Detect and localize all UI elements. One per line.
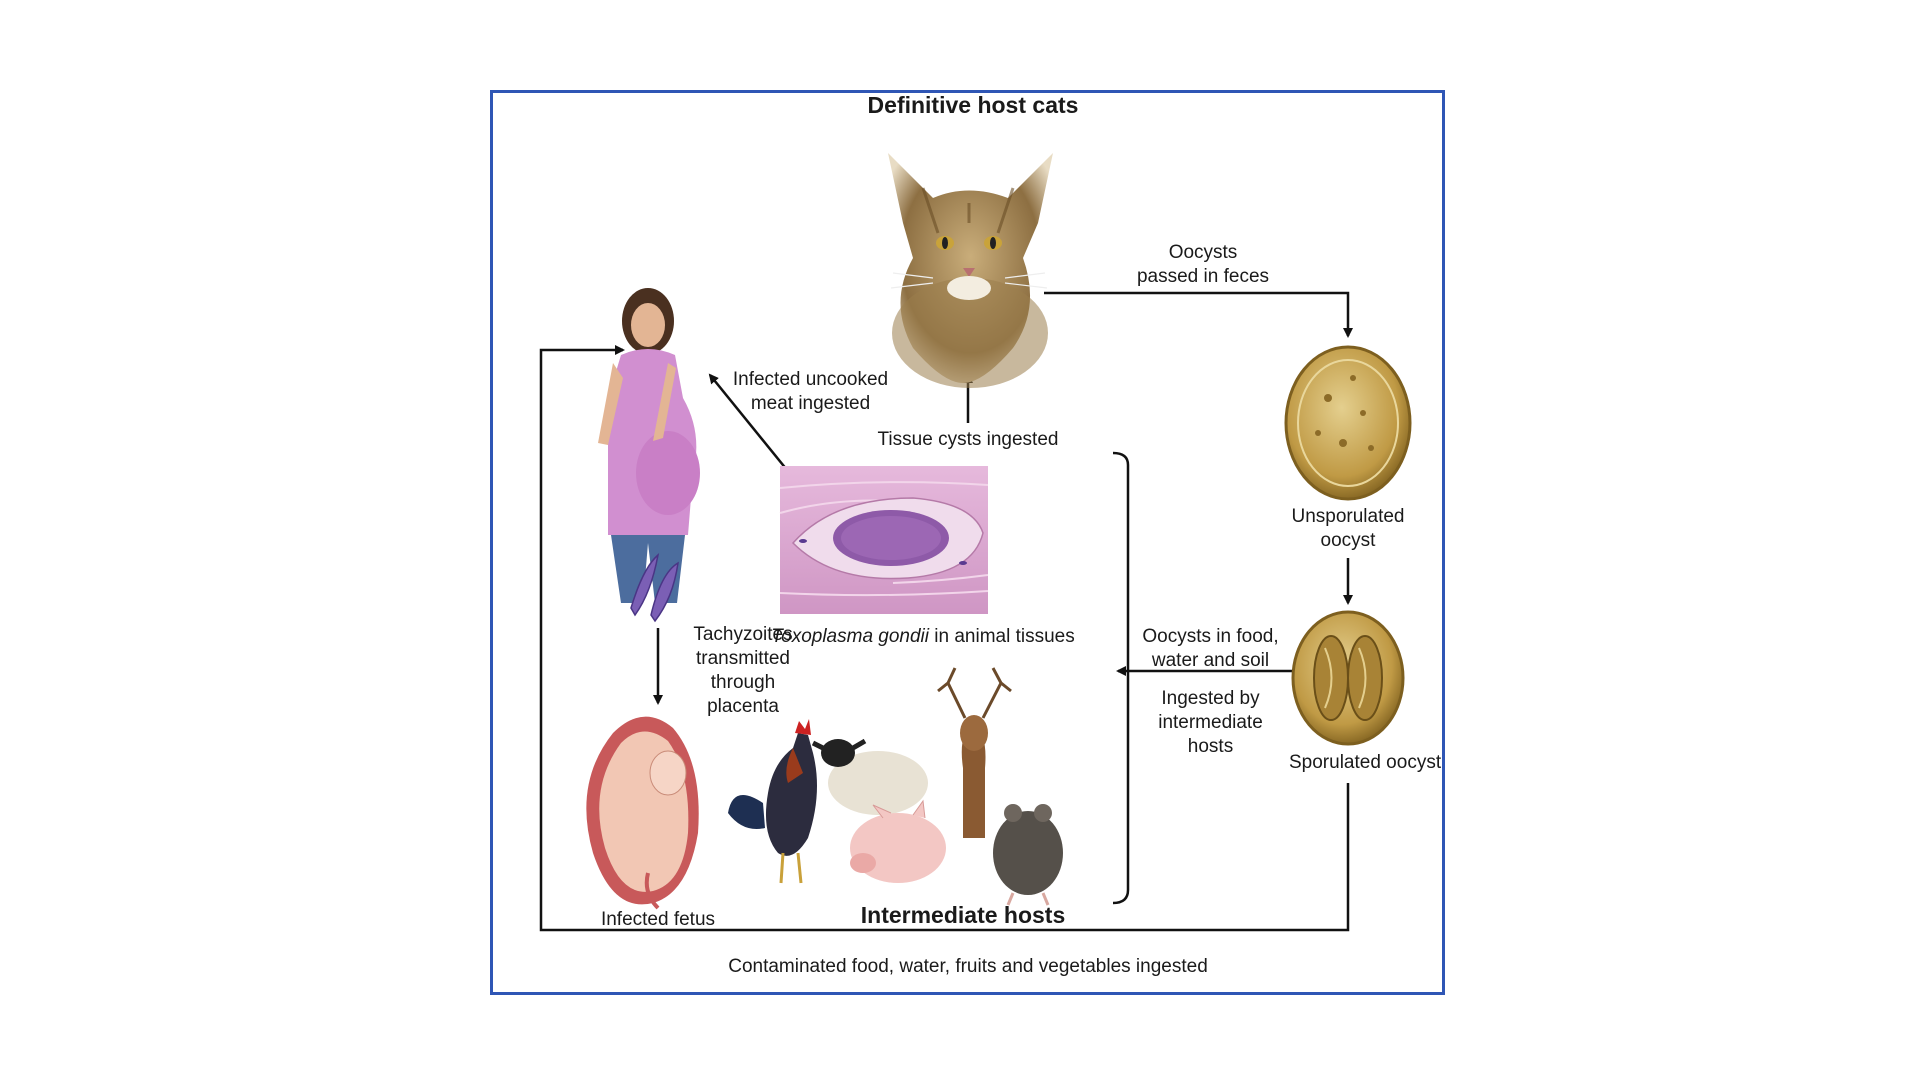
label-toxoplasma-rest: in animal tissues xyxy=(929,626,1075,647)
label-unsporulated-line2: oocyst xyxy=(1320,530,1376,551)
tissue-cyst-icon xyxy=(779,466,989,614)
pig-icon xyxy=(850,799,946,883)
label-ingested-by-line3: hosts xyxy=(1187,736,1234,757)
title-definitive-host: Definitive host cats xyxy=(867,92,1079,118)
label-intermediate-hosts: Intermediate hosts xyxy=(860,902,1066,928)
rooster-icon xyxy=(728,719,817,884)
diagram-frame: Definitive host cats Oocysts passed in f… xyxy=(490,90,1445,995)
label-unsporulated-oocyst: Unsporulated oocyst xyxy=(1263,505,1433,553)
label-bottom-caption: Contaminated food, water, fruits and veg… xyxy=(728,956,1208,977)
pregnant-woman-icon xyxy=(598,288,700,603)
sheep-icon xyxy=(811,738,928,815)
label-infected-meat: Infected uncooked meat ingested xyxy=(713,368,908,416)
label-tachyzoites-line1: Tachyzoites xyxy=(693,624,793,645)
sporulated-oocyst-icon xyxy=(1291,610,1405,746)
label-infected-fetus: Infected fetus xyxy=(600,909,716,930)
label-tissue-cysts-ingested: Tissue cysts ingested xyxy=(877,429,1059,450)
label-toxoplasma-species: Toxoplasma gondii xyxy=(771,626,929,647)
label-toxoplasma: Toxoplasma gondii in animal tissues xyxy=(723,625,1123,649)
label-unsporulated-line1: Unsporulated xyxy=(1291,506,1405,527)
label-sporulated-oocyst: Sporulated oocyst xyxy=(1289,752,1442,773)
label-oocysts-in-food-line2: water and soil xyxy=(1151,650,1270,671)
label-ingested-by-line2: intermediate xyxy=(1158,712,1263,733)
intermediate-bracket xyxy=(1112,451,1130,905)
label-oocysts-passed-line1: Oocysts xyxy=(1168,242,1238,263)
label-infected-meat-line2: meat ingested xyxy=(750,393,871,414)
fetus-icon xyxy=(586,716,699,910)
deer-icon xyxy=(937,667,1012,838)
label-tachyzoites-line2: transmitted xyxy=(696,648,790,669)
cat-icon xyxy=(888,153,1053,388)
label-oocysts-passed-line2: passed in feces xyxy=(1136,266,1270,287)
arrow-cat-to-oocyst xyxy=(1044,291,1353,338)
label-tachyzoites: Tachyzoites transmitted through placenta xyxy=(673,623,813,719)
rat-icon xyxy=(993,804,1063,906)
label-tachyzoites-line3: through xyxy=(710,672,776,693)
diagram-art xyxy=(539,153,1412,932)
label-oocysts-in-food-line1: Oocysts in food, xyxy=(1142,626,1279,647)
label-oocysts-in-food: Oocysts in food, water and soil xyxy=(1123,625,1298,673)
label-oocysts-passed: Oocysts passed in feces xyxy=(1113,241,1293,289)
label-infected-meat-line1: Infected uncooked xyxy=(732,369,889,390)
tachyzoite-icon xyxy=(630,553,679,623)
label-ingested-by-line1: Ingested by xyxy=(1161,688,1260,709)
label-tachyzoites-line4: placenta xyxy=(707,696,779,717)
label-ingested-by: Ingested by intermediate hosts xyxy=(1133,687,1288,759)
arrow-bottom-loop xyxy=(539,345,1350,932)
unsporulated-oocyst-icon xyxy=(1284,345,1412,501)
